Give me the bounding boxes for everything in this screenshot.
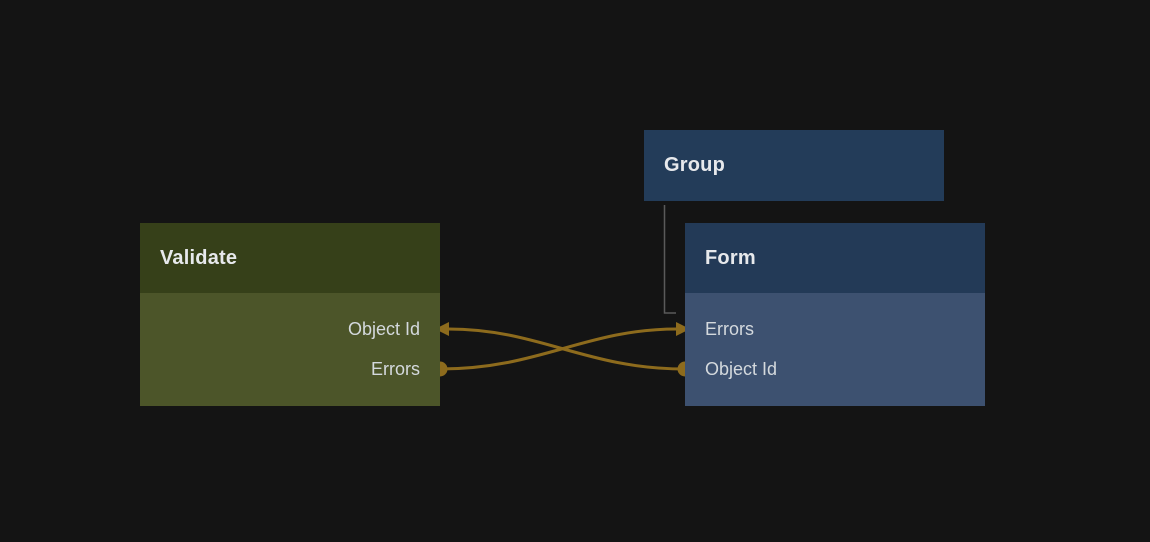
node-group-title: Group — [664, 154, 725, 176]
node-group-header[interactable]: Group — [644, 130, 944, 201]
node-form-body: Errors Object Id — [685, 293, 985, 406]
port-label: Errors — [705, 318, 754, 339]
node-group[interactable]: Group — [644, 130, 944, 201]
node-validate-title: Validate — [160, 246, 238, 269]
connection-curve-errors[interactable] — [439, 327, 678, 371]
node-form-header[interactable]: Form — [685, 223, 985, 293]
port-row-validate-errors: Errors — [140, 349, 440, 389]
port-row-validate-object-id: Object Id — [140, 309, 440, 349]
connection-curve-object-id[interactable] — [447, 327, 686, 371]
port-label: Object Id — [705, 358, 778, 379]
port-row-form-errors: Errors — [685, 309, 985, 349]
node-validate[interactable]: Validate Object Id Errors — [140, 223, 440, 406]
port-row-form-object-id: Object Id — [685, 349, 985, 389]
node-form[interactable]: Form Errors Object Id — [685, 223, 985, 406]
node-form-title: Form — [705, 246, 756, 269]
node-validate-body: Object Id Errors — [140, 293, 440, 406]
port-label: Errors — [371, 358, 420, 379]
port-label: Object Id — [347, 318, 420, 339]
node-validate-header[interactable]: Validate — [140, 223, 440, 293]
group-link-line — [663, 205, 676, 314]
